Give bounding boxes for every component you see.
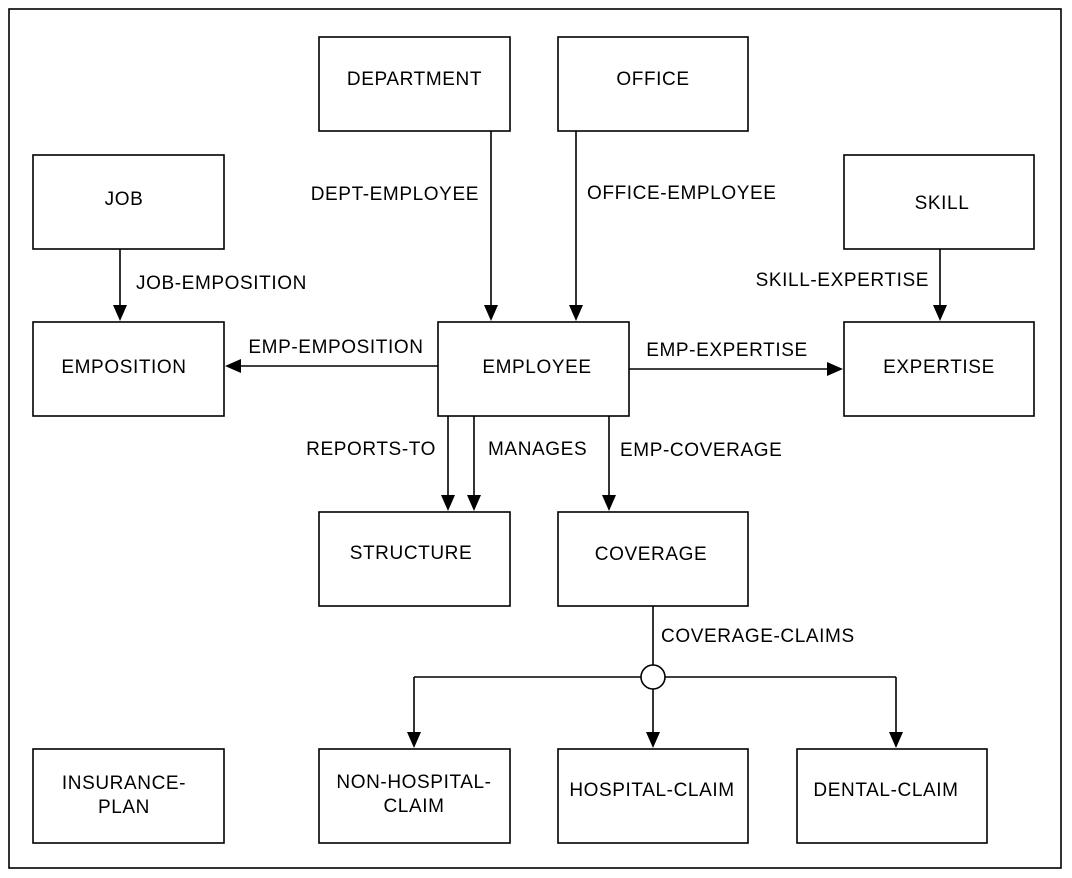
entity-label-line2: PLAN xyxy=(98,797,150,818)
relationship-label: EMP-EMPOSITION xyxy=(248,337,423,358)
arrowhead-icon xyxy=(602,495,616,511)
entity-coverage[interactable]: COVERAGE xyxy=(557,511,749,607)
entity-box xyxy=(843,321,1035,417)
entity-employee[interactable]: EMPLOYEE xyxy=(437,321,630,417)
entity-label: EMPLOYEE xyxy=(482,357,591,378)
entity-box xyxy=(318,36,511,132)
entity-label: OFFICE xyxy=(616,69,689,90)
entity-emposition[interactable]: EMPOSITION xyxy=(32,321,225,417)
entity-job[interactable]: JOB xyxy=(32,154,225,250)
entity-structure[interactable]: STRUCTURE xyxy=(318,511,511,607)
entity-box xyxy=(843,154,1035,250)
entity-box xyxy=(32,321,225,417)
entity-box xyxy=(796,748,988,844)
entity-box xyxy=(557,36,749,132)
relationship-dept-employee[interactable]: DEPT-EMPLOYEE xyxy=(311,131,498,321)
entity-label: SKILL xyxy=(915,193,970,214)
entity-box xyxy=(437,321,630,417)
relationship-reports-to[interactable]: REPORTS-TO xyxy=(306,416,455,511)
arrowhead-icon xyxy=(827,362,843,376)
relationship-emp-coverage[interactable]: EMP-COVERAGE xyxy=(602,416,782,511)
relationship-label: REPORTS-TO xyxy=(306,439,436,460)
relationship-job-emposition[interactable]: JOB-EMPOSITION xyxy=(113,249,307,321)
relationship-label: DEPT-EMPLOYEE xyxy=(311,184,479,205)
arrowhead-icon xyxy=(225,359,241,373)
entity-label: EMPOSITION xyxy=(61,357,186,378)
entity-non-hospital-claim[interactable]: NON-HOSPITAL- CLAIM xyxy=(318,748,511,844)
entity-label: EXPERTISE xyxy=(883,357,995,378)
arrowhead-icon xyxy=(467,495,481,511)
entity-expertise[interactable]: EXPERTISE xyxy=(843,321,1035,417)
entity-insurance-plan[interactable]: INSURANCE- PLAN xyxy=(32,748,225,844)
entity-label-line1: INSURANCE- xyxy=(62,773,186,794)
entity-box xyxy=(557,748,749,844)
arrowhead-icon xyxy=(646,732,660,748)
relationship-label: SKILL-EXPERTISE xyxy=(756,270,929,291)
arrowhead-icon xyxy=(441,495,455,511)
arrowhead-icon xyxy=(407,732,421,748)
arrowhead-icon xyxy=(484,305,498,321)
relationship-label: OFFICE-EMPLOYEE xyxy=(587,183,777,204)
relationship-label: JOB-EMPOSITION xyxy=(136,273,307,294)
entity-label: STRUCTURE xyxy=(350,543,473,564)
entity-office[interactable]: OFFICE xyxy=(557,36,749,132)
entity-label-line1: NON-HOSPITAL- xyxy=(336,772,491,793)
diagram-frame xyxy=(8,8,1062,869)
relationship-label: EMP-EXPERTISE xyxy=(646,340,808,361)
entity-label: HOSPITAL-CLAIM xyxy=(569,780,734,801)
relationship-label: COVERAGE-CLAIMS xyxy=(661,626,855,647)
relationship-emp-expertise[interactable]: EMP-EXPERTISE xyxy=(629,340,843,376)
relationship-label: EMP-COVERAGE xyxy=(620,440,782,461)
entity-box xyxy=(557,511,749,607)
relationship-emp-emposition[interactable]: EMP-EMPOSITION xyxy=(225,337,438,373)
relationship-label: MANAGES xyxy=(488,439,587,460)
entity-label: COVERAGE xyxy=(595,544,708,565)
relationship-coverage-claims[interactable]: COVERAGE-CLAIMS xyxy=(407,606,903,748)
arrowhead-icon xyxy=(889,732,903,748)
entity-box xyxy=(32,748,225,844)
arrowhead-icon xyxy=(569,305,583,321)
relationship-skill-expertise[interactable]: SKILL-EXPERTISE xyxy=(756,249,947,321)
entity-box xyxy=(318,511,511,607)
entity-hospital-claim[interactable]: HOSPITAL-CLAIM xyxy=(557,748,749,844)
arrowhead-icon xyxy=(933,305,947,321)
relationship-office-employee[interactable]: OFFICE-EMPLOYEE xyxy=(569,131,777,321)
entity-label-line2: CLAIM xyxy=(383,796,444,817)
entity-department[interactable]: DEPARTMENT xyxy=(318,36,511,132)
entity-label: JOB xyxy=(105,189,144,210)
entity-label: DEPARTMENT xyxy=(347,69,482,90)
arrowhead-icon xyxy=(113,305,127,321)
entity-box xyxy=(318,748,511,844)
entity-box xyxy=(32,154,225,250)
entity-dental-claim[interactable]: DENTAL-CLAIM xyxy=(796,748,988,844)
junction-circle-icon xyxy=(640,664,666,690)
entity-label: DENTAL-CLAIM xyxy=(813,780,958,801)
relationship-manages[interactable]: MANAGES xyxy=(467,416,587,511)
entity-skill[interactable]: SKILL xyxy=(843,154,1035,250)
